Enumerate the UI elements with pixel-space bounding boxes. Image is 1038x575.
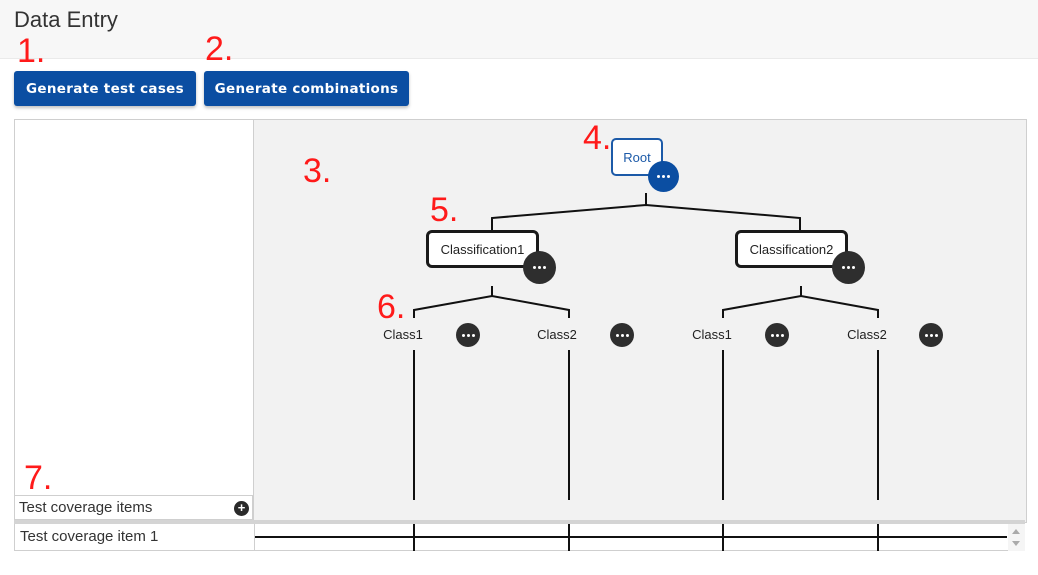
vertical-scrollbar[interactable] <box>1008 524 1025 551</box>
class-label[interactable]: Class1 <box>692 327 732 342</box>
annotation-1: 1. <box>17 32 46 70</box>
generate-test-cases-button[interactable]: Generate test cases <box>14 71 196 106</box>
row-separator <box>254 524 255 550</box>
class-more-icon[interactable] <box>456 323 480 347</box>
class-label[interactable]: Class2 <box>847 327 887 342</box>
root-node-label: Root <box>623 149 651 165</box>
class-more-icon[interactable] <box>610 323 634 347</box>
page-title: Data Entry <box>14 7 118 32</box>
test-coverage-item-label: Test coverage item 1 <box>20 528 159 545</box>
classification-label: Classification2 <box>749 241 834 257</box>
left-panel <box>14 119 254 497</box>
classification-node-1[interactable]: Classification1 <box>426 230 539 268</box>
classification-2-more-icon[interactable] <box>832 251 865 284</box>
annotation-4: 4. <box>583 119 612 157</box>
classification-node-2[interactable]: Classification2 <box>735 230 848 268</box>
test-coverage-header: Test coverage items + <box>14 495 253 520</box>
scroll-up-icon[interactable] <box>1012 529 1020 534</box>
annotation-7: 7. <box>24 459 53 497</box>
divider-bar[interactable] <box>14 520 1025 524</box>
class-more-icon[interactable] <box>765 323 789 347</box>
generate-combinations-button[interactable]: Generate combinations <box>204 71 409 106</box>
root-more-icon[interactable] <box>648 161 679 192</box>
scroll-down-icon[interactable] <box>1012 541 1020 546</box>
test-coverage-header-label: Test coverage items <box>19 499 153 516</box>
class-more-icon[interactable] <box>919 323 943 347</box>
annotation-2: 2. <box>205 30 234 68</box>
annotation-5: 5. <box>430 191 459 229</box>
classification-label: Classification1 <box>440 241 525 257</box>
annotation-3: 3. <box>303 152 332 190</box>
tree-canvas[interactable] <box>253 119 1027 523</box>
header-band <box>0 0 1038 59</box>
classification-1-more-icon[interactable] <box>523 251 556 284</box>
class-label[interactable]: Class2 <box>537 327 577 342</box>
class-label[interactable]: Class1 <box>383 327 423 342</box>
plus-icon[interactable]: + <box>234 501 249 516</box>
annotation-6: 6. <box>377 288 406 326</box>
